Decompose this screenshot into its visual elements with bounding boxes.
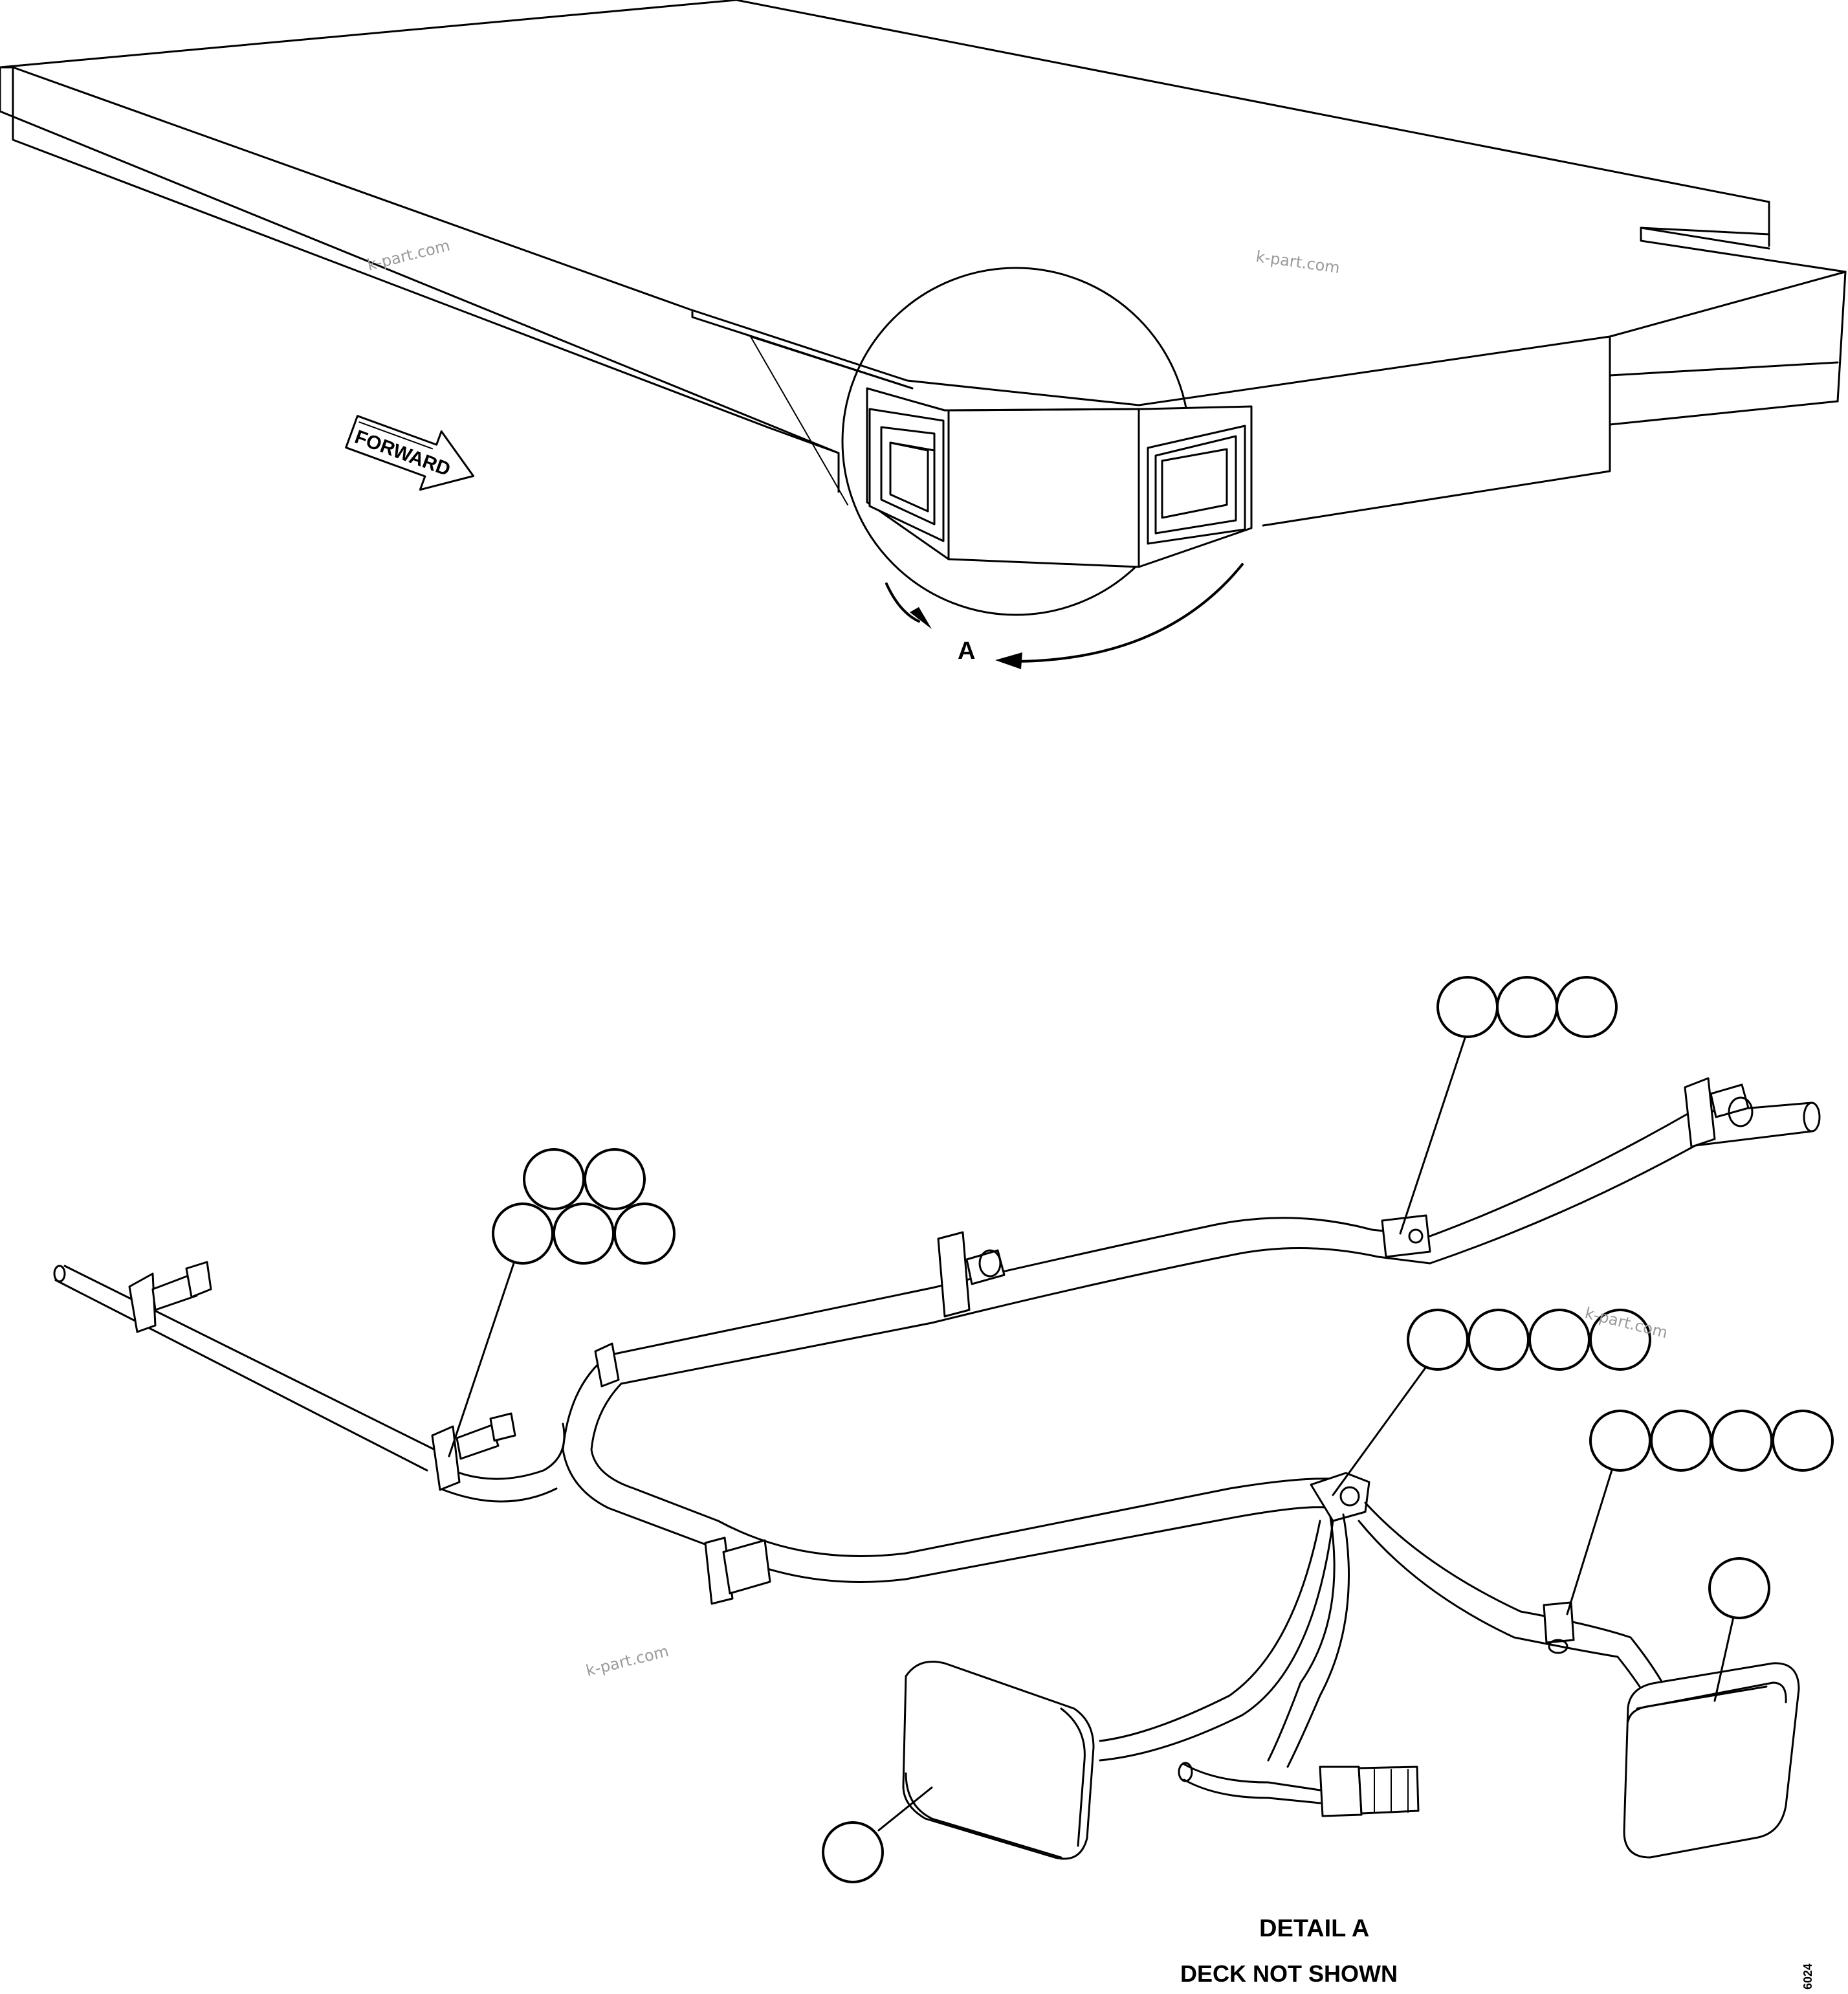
detail-title: DETAIL A — [1259, 1915, 1369, 1942]
forward-arrow: FORWARD — [345, 415, 475, 491]
harness-view: k-part.com k-part.com — [53, 976, 1834, 1883]
callout-single-left-lamp — [822, 1821, 884, 1883]
deck-note: DECK NOT SHOWN — [1180, 1960, 1398, 1987]
deck-view: A FORWARD k-part.com k-part.com — [0, 0, 1847, 669]
callout-group-left — [492, 1148, 676, 1265]
figure-code: 6024 — [1801, 1964, 1814, 1989]
watermark-2: k-part.com — [1255, 247, 1341, 277]
view-letter-a: A — [958, 637, 975, 665]
callout-group-right — [1589, 1410, 1834, 1472]
callout-group-middle-right — [1407, 1309, 1651, 1371]
watermark-4: k-part.com — [584, 1642, 671, 1680]
callout-group-top-right — [1436, 976, 1618, 1038]
watermark-1: k-part.com — [366, 236, 452, 274]
callout-single-right-lamp — [1708, 1557, 1770, 1619]
